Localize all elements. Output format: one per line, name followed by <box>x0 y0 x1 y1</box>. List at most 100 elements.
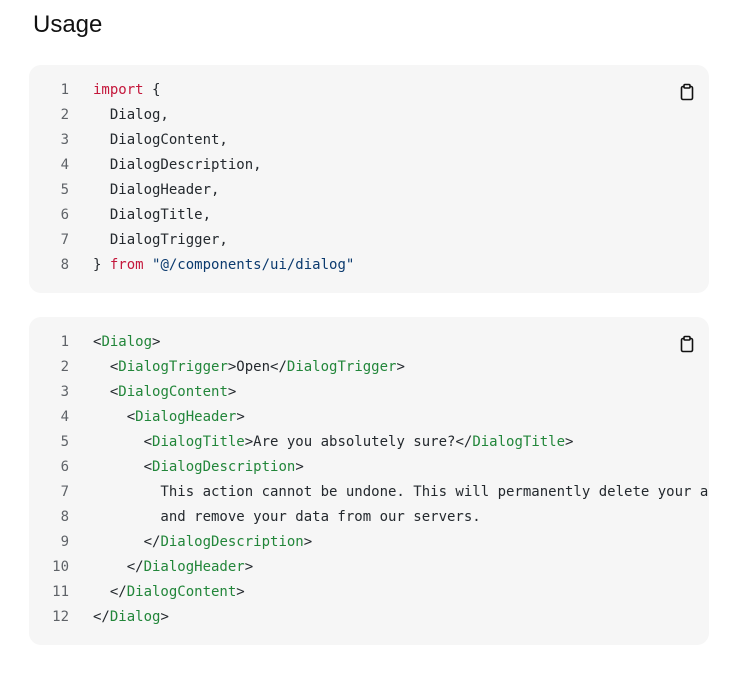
code-token: > <box>303 534 313 550</box>
code-line: 4 DialogDescription, <box>29 153 709 178</box>
code-token: DialogDescription, <box>93 157 262 173</box>
code-text: </DialogHeader> <box>93 555 253 580</box>
code-token: < <box>93 384 119 400</box>
code-line: 2 Dialog, <box>29 103 709 128</box>
line-number: 1 <box>60 334 69 350</box>
code-token: DialogContent <box>126 584 237 600</box>
code-line: 3 <DialogContent> <box>29 380 709 405</box>
code-token: DialogDescription <box>152 459 296 475</box>
line-number: 2 <box>60 359 69 375</box>
code-line: 1 import { <box>29 78 709 103</box>
code-token: > <box>244 559 254 575</box>
code-token: DialogHeader, <box>93 182 220 198</box>
code-line: 7 This action cannot be undone. This wil… <box>29 480 709 505</box>
code-text: This action cannot be undone. This will … <box>93 480 708 505</box>
code-token: Dialog <box>109 609 161 625</box>
code-token: > <box>295 459 304 475</box>
code-line: 6 <DialogDescription> <box>29 455 709 480</box>
code-token: DialogContent, <box>93 132 228 148</box>
code-token: > <box>160 609 169 625</box>
line-number: 8 <box>60 509 69 525</box>
code-text: DialogContent, <box>93 128 228 153</box>
code-token: > <box>236 584 245 600</box>
code-token: < <box>93 334 102 350</box>
code-token: </ <box>93 584 127 600</box>
line-number: 5 <box>60 182 69 198</box>
code-token: < <box>93 359 119 375</box>
code-text: DialogHeader, <box>93 178 220 203</box>
code-text: </DialogDescription> <box>93 530 313 555</box>
code-text: </DialogContent> <box>93 580 245 605</box>
code-token: This action cannot be undone. This will … <box>93 484 709 500</box>
code-text: } from "@/components/ui/dialog" <box>93 253 354 278</box>
copy-code-button[interactable] <box>679 83 695 101</box>
code-line: 10 </DialogHeader> <box>29 555 709 580</box>
code-line: 1 <Dialog> <box>29 330 709 355</box>
code-token: DialogTitle, <box>93 207 212 223</box>
code-token: DialogDescription <box>160 534 304 550</box>
code-text: <DialogTitle>Are you absolutely sure?</D… <box>93 430 574 455</box>
line-number: 6 <box>60 459 69 475</box>
code-token: </ <box>93 534 161 550</box>
line-number: 6 <box>60 207 69 223</box>
line-number: 3 <box>60 132 69 148</box>
code-line: 12 </Dialog> <box>29 605 709 630</box>
code-token: DialogTrigger <box>286 359 397 375</box>
code-token: from <box>109 257 144 273</box>
copy-code-button[interactable] <box>679 335 695 353</box>
code-token: < <box>93 409 136 425</box>
code-token: { <box>143 82 161 98</box>
code-token: > <box>236 409 245 425</box>
code-token: Dialog, <box>93 107 169 123</box>
line-number: 10 <box>52 559 69 575</box>
code-token: > <box>396 359 405 375</box>
code-token: DialogContent <box>118 384 228 400</box>
code-token: </ <box>93 609 110 625</box>
code-line: 9 </DialogDescription> <box>29 530 709 555</box>
code-text: Dialog, <box>93 103 169 128</box>
line-number: 8 <box>60 257 69 273</box>
code-line: 8 } from "@/components/ui/dialog" <box>29 253 709 278</box>
code-token: < <box>93 434 153 450</box>
code-text: DialogTitle, <box>93 203 211 228</box>
line-number: 4 <box>60 409 69 425</box>
code-token: import <box>93 82 144 98</box>
code-text: <DialogTrigger>Open</DialogTrigger> <box>93 355 405 380</box>
code-token: } <box>93 257 110 273</box>
code-token: > <box>152 334 161 350</box>
code-token: >Are you absolutely sure?</ <box>244 434 473 450</box>
code-line: 5 < DialogTitle>Are you absolutely sure?<… <box>29 430 709 455</box>
code-line: 8 and remove your data from our servers. <box>29 505 709 530</box>
code-token: > <box>565 434 574 450</box>
code-token: DialogTitle <box>472 434 566 450</box>
code-text: </Dialog> <box>93 605 169 630</box>
code-line: 7 DialogTrigger, <box>29 228 709 253</box>
code-token <box>144 257 152 273</box>
line-number: 1 <box>60 82 69 98</box>
code-line: 2 <DialogTrigger>Open</DialogTrigger> <box>29 355 709 380</box>
code-token: < <box>93 459 153 475</box>
code-text: <DialogHeader> <box>93 405 245 430</box>
line-number: 12 <box>52 609 69 625</box>
code-text: and remove your data from our servers. <box>93 505 481 530</box>
section-heading: Usage <box>33 11 103 38</box>
code-line: 6 DialogTitle, <box>29 203 709 228</box>
line-number: 9 <box>60 534 69 550</box>
code-line: 3 DialogContent, <box>29 128 709 153</box>
line-number: 7 <box>60 232 69 248</box>
clipboard-icon <box>680 83 694 101</box>
code-text: <DialogContent> <box>93 380 236 405</box>
line-number: 3 <box>60 384 69 400</box>
code-text: DialogDescription, <box>93 153 262 178</box>
line-number: 5 <box>60 434 69 450</box>
code-token: DialogHeader <box>143 559 245 575</box>
code-token: Dialog <box>101 334 153 350</box>
code-token: >Open</ <box>227 359 287 375</box>
code-token: DialogTrigger <box>118 359 228 375</box>
code-token: </ <box>93 559 144 575</box>
code-token: and remove your data from our servers. <box>93 509 481 525</box>
code-text: <Dialog> <box>93 330 160 355</box>
code-line: 5 DialogHeader, <box>29 178 709 203</box>
